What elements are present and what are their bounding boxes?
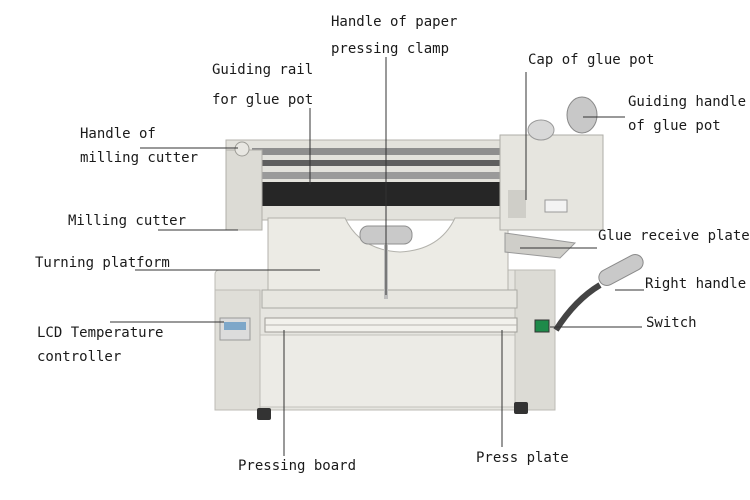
label-pressing-board: Pressing board (238, 458, 357, 474)
label-guiding-handle-2: of glue pot (628, 118, 721, 134)
label-handle-paper-clamp-2: pressing clamp (331, 41, 450, 57)
label-press-plate: Press plate (476, 450, 569, 466)
power-switch (534, 319, 550, 333)
base-right-panel (514, 269, 556, 411)
right-handle-grip (598, 253, 644, 287)
label-guiding-rail-2: for glue pot (212, 92, 314, 108)
glue-pot-label (544, 199, 568, 213)
right-handle-arm (553, 282, 602, 332)
label-guiding-rail-1: Guiding rail (212, 62, 314, 78)
label-guiding-handle-1: Guiding handle (628, 94, 747, 110)
glue-receive-plate-shape (504, 232, 577, 259)
lcd-display (224, 322, 246, 330)
glue-pot-vents (508, 190, 526, 218)
rail-bar-2 (252, 160, 507, 166)
label-lcd-2: controller (37, 349, 122, 365)
label-milling-cutter: Milling cutter (68, 213, 187, 229)
leader-lines (110, 57, 644, 456)
milling-handle-knob (234, 141, 250, 157)
milling-housing (225, 149, 263, 231)
label-handle-milling-2: milling cutter (80, 150, 199, 166)
label-handle-paper-clamp-1: Handle of paper (331, 14, 458, 30)
label-right-handle: Right handle (645, 276, 747, 292)
label-cap-of-glue-pot: Cap of glue pot (528, 52, 655, 68)
label-glue-receive-plate: Glue receive plate (598, 228, 750, 244)
glue-pot-cap (527, 119, 555, 141)
platform-lower-strip (261, 289, 518, 309)
label-turning-platform: Turning platform (35, 255, 170, 271)
foot-right (514, 402, 528, 414)
label-switch: Switch (646, 315, 697, 331)
foot-left (257, 408, 271, 420)
glue-pot-guiding-handle (566, 96, 598, 134)
label-lcd-1: LCD Temperature (37, 325, 164, 341)
rail-dark-space (252, 182, 507, 206)
rail-bar-3 (252, 172, 507, 179)
rail-bar-1 (252, 148, 507, 155)
base-left-panel (214, 289, 261, 411)
base-front-panel (254, 334, 528, 408)
label-handle-milling-1: Handle of (80, 126, 156, 142)
